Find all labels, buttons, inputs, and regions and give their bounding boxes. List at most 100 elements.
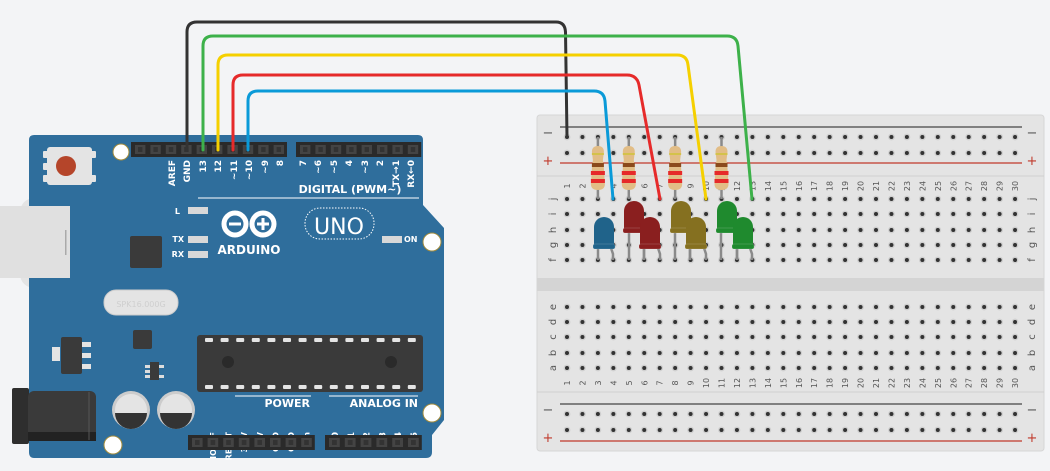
breadboard-hole[interactable] xyxy=(858,228,863,232)
breadboard-hole[interactable] xyxy=(734,428,739,432)
breadboard-hole[interactable] xyxy=(904,305,909,309)
breadboard-hole[interactable] xyxy=(889,351,894,355)
breadboard-hole[interactable] xyxy=(904,212,909,216)
breadboard-hole[interactable] xyxy=(595,305,600,309)
breadboard-hole[interactable] xyxy=(920,151,925,155)
breadboard-hole[interactable] xyxy=(580,305,585,309)
pin10-wire[interactable] xyxy=(246,89,615,201)
breadboard-hole[interactable] xyxy=(935,366,940,370)
breadboard-hole[interactable] xyxy=(935,412,940,416)
breadboard-hole[interactable] xyxy=(982,258,987,262)
breadboard-hole[interactable] xyxy=(812,258,817,262)
breadboard-hole[interactable] xyxy=(827,258,832,262)
breadboard-hole[interactable] xyxy=(874,412,878,416)
breadboard-hole[interactable] xyxy=(611,212,616,216)
breadboard-hole[interactable] xyxy=(827,135,832,139)
breadboard-hole[interactable] xyxy=(734,351,739,355)
breadboard-hole[interactable] xyxy=(565,212,569,216)
breadboard-hole[interactable] xyxy=(673,366,678,370)
breadboard-hole[interactable] xyxy=(750,212,755,216)
breadboard-hole[interactable] xyxy=(580,151,585,155)
led-green-2[interactable] xyxy=(731,217,755,260)
breadboard-hole[interactable] xyxy=(719,320,724,324)
breadboard-hole[interactable] xyxy=(580,335,585,339)
breadboard-hole[interactable] xyxy=(951,412,956,416)
breadboard-hole[interactable] xyxy=(750,135,755,139)
breadboard-hole[interactable] xyxy=(611,151,616,155)
breadboard-hole[interactable] xyxy=(966,243,971,247)
breadboard-hole[interactable] xyxy=(796,366,801,370)
breadboard-hole[interactable] xyxy=(704,320,709,324)
breadboard-hole[interactable] xyxy=(580,197,585,201)
breadboard-hole[interactable] xyxy=(812,151,817,155)
breadboard-hole[interactable] xyxy=(796,151,801,155)
breadboard-hole[interactable] xyxy=(889,305,894,309)
breadboard-hole[interactable] xyxy=(812,428,817,432)
breadboard-hole[interactable] xyxy=(997,320,1002,324)
breadboard-hole[interactable] xyxy=(858,135,863,139)
breadboard-hole[interactable] xyxy=(673,335,678,339)
breadboard-hole[interactable] xyxy=(812,197,817,201)
breadboard-hole[interactable] xyxy=(966,366,971,370)
breadboard-hole[interactable] xyxy=(889,335,894,339)
breadboard-hole[interactable] xyxy=(827,320,832,324)
breadboard-hole[interactable] xyxy=(827,243,832,247)
resistor-3[interactable] xyxy=(668,137,683,199)
breadboard-hole[interactable] xyxy=(1013,351,1018,355)
breadboard-hole[interactable] xyxy=(657,212,662,216)
breadboard-hole[interactable] xyxy=(565,197,569,201)
breadboard-hole[interactable] xyxy=(997,351,1002,355)
breadboard-hole[interactable] xyxy=(827,412,832,416)
breadboard-hole[interactable] xyxy=(920,212,925,216)
breadboard-hole[interactable] xyxy=(611,335,616,339)
breadboard-hole[interactable] xyxy=(951,335,956,339)
breadboard-hole[interactable] xyxy=(580,366,585,370)
breadboard[interactable]: − + − + − + − + 112233445566778899101011… xyxy=(536,114,1045,452)
breadboard-hole[interactable] xyxy=(657,412,662,416)
breadboard-hole[interactable] xyxy=(920,243,925,247)
breadboard-hole[interactable] xyxy=(889,151,894,155)
breadboard-hole[interactable] xyxy=(858,258,863,262)
breadboard-hole[interactable] xyxy=(765,212,770,216)
breadboard-hole[interactable] xyxy=(580,320,585,324)
power-jack[interactable] xyxy=(12,388,96,444)
breadboard-hole[interactable] xyxy=(595,351,600,355)
breadboard-hole[interactable] xyxy=(1013,335,1018,339)
breadboard-hole[interactable] xyxy=(734,135,739,139)
breadboard-hole[interactable] xyxy=(982,335,987,339)
breadboard-hole[interactable] xyxy=(565,305,569,309)
breadboard-hole[interactable] xyxy=(843,197,848,201)
breadboard-hole[interactable] xyxy=(920,320,925,324)
breadboard-hole[interactable] xyxy=(734,305,739,309)
breadboard-hole[interactable] xyxy=(951,197,956,201)
breadboard-hole[interactable] xyxy=(858,335,863,339)
breadboard-hole[interactable] xyxy=(812,335,817,339)
breadboard-hole[interactable] xyxy=(688,151,693,155)
breadboard-hole[interactable] xyxy=(565,335,569,339)
breadboard-hole[interactable] xyxy=(858,243,863,247)
breadboard-hole[interactable] xyxy=(982,305,987,309)
breadboard-hole[interactable] xyxy=(858,428,863,432)
breadboard-hole[interactable] xyxy=(827,428,832,432)
breadboard-hole[interactable] xyxy=(750,428,755,432)
breadboard-hole[interactable] xyxy=(920,228,925,232)
breadboard-hole[interactable] xyxy=(874,243,878,247)
breadboard-hole[interactable] xyxy=(595,412,600,416)
breadboard-hole[interactable] xyxy=(843,135,848,139)
breadboard-hole[interactable] xyxy=(920,258,925,262)
breadboard-hole[interactable] xyxy=(750,412,755,416)
breadboard-hole[interactable] xyxy=(781,228,786,232)
breadboard-hole[interactable] xyxy=(843,412,848,416)
breadboard-hole[interactable] xyxy=(781,135,786,139)
breadboard-hole[interactable] xyxy=(765,351,770,355)
breadboard-hole[interactable] xyxy=(827,212,832,216)
breadboard-hole[interactable] xyxy=(920,335,925,339)
breadboard-hole[interactable] xyxy=(642,335,647,339)
breadboard-hole[interactable] xyxy=(796,212,801,216)
breadboard-hole[interactable] xyxy=(827,197,832,201)
breadboard-hole[interactable] xyxy=(765,320,770,324)
breadboard-hole[interactable] xyxy=(704,151,709,155)
breadboard-hole[interactable] xyxy=(935,243,940,247)
breadboard-hole[interactable] xyxy=(904,320,909,324)
